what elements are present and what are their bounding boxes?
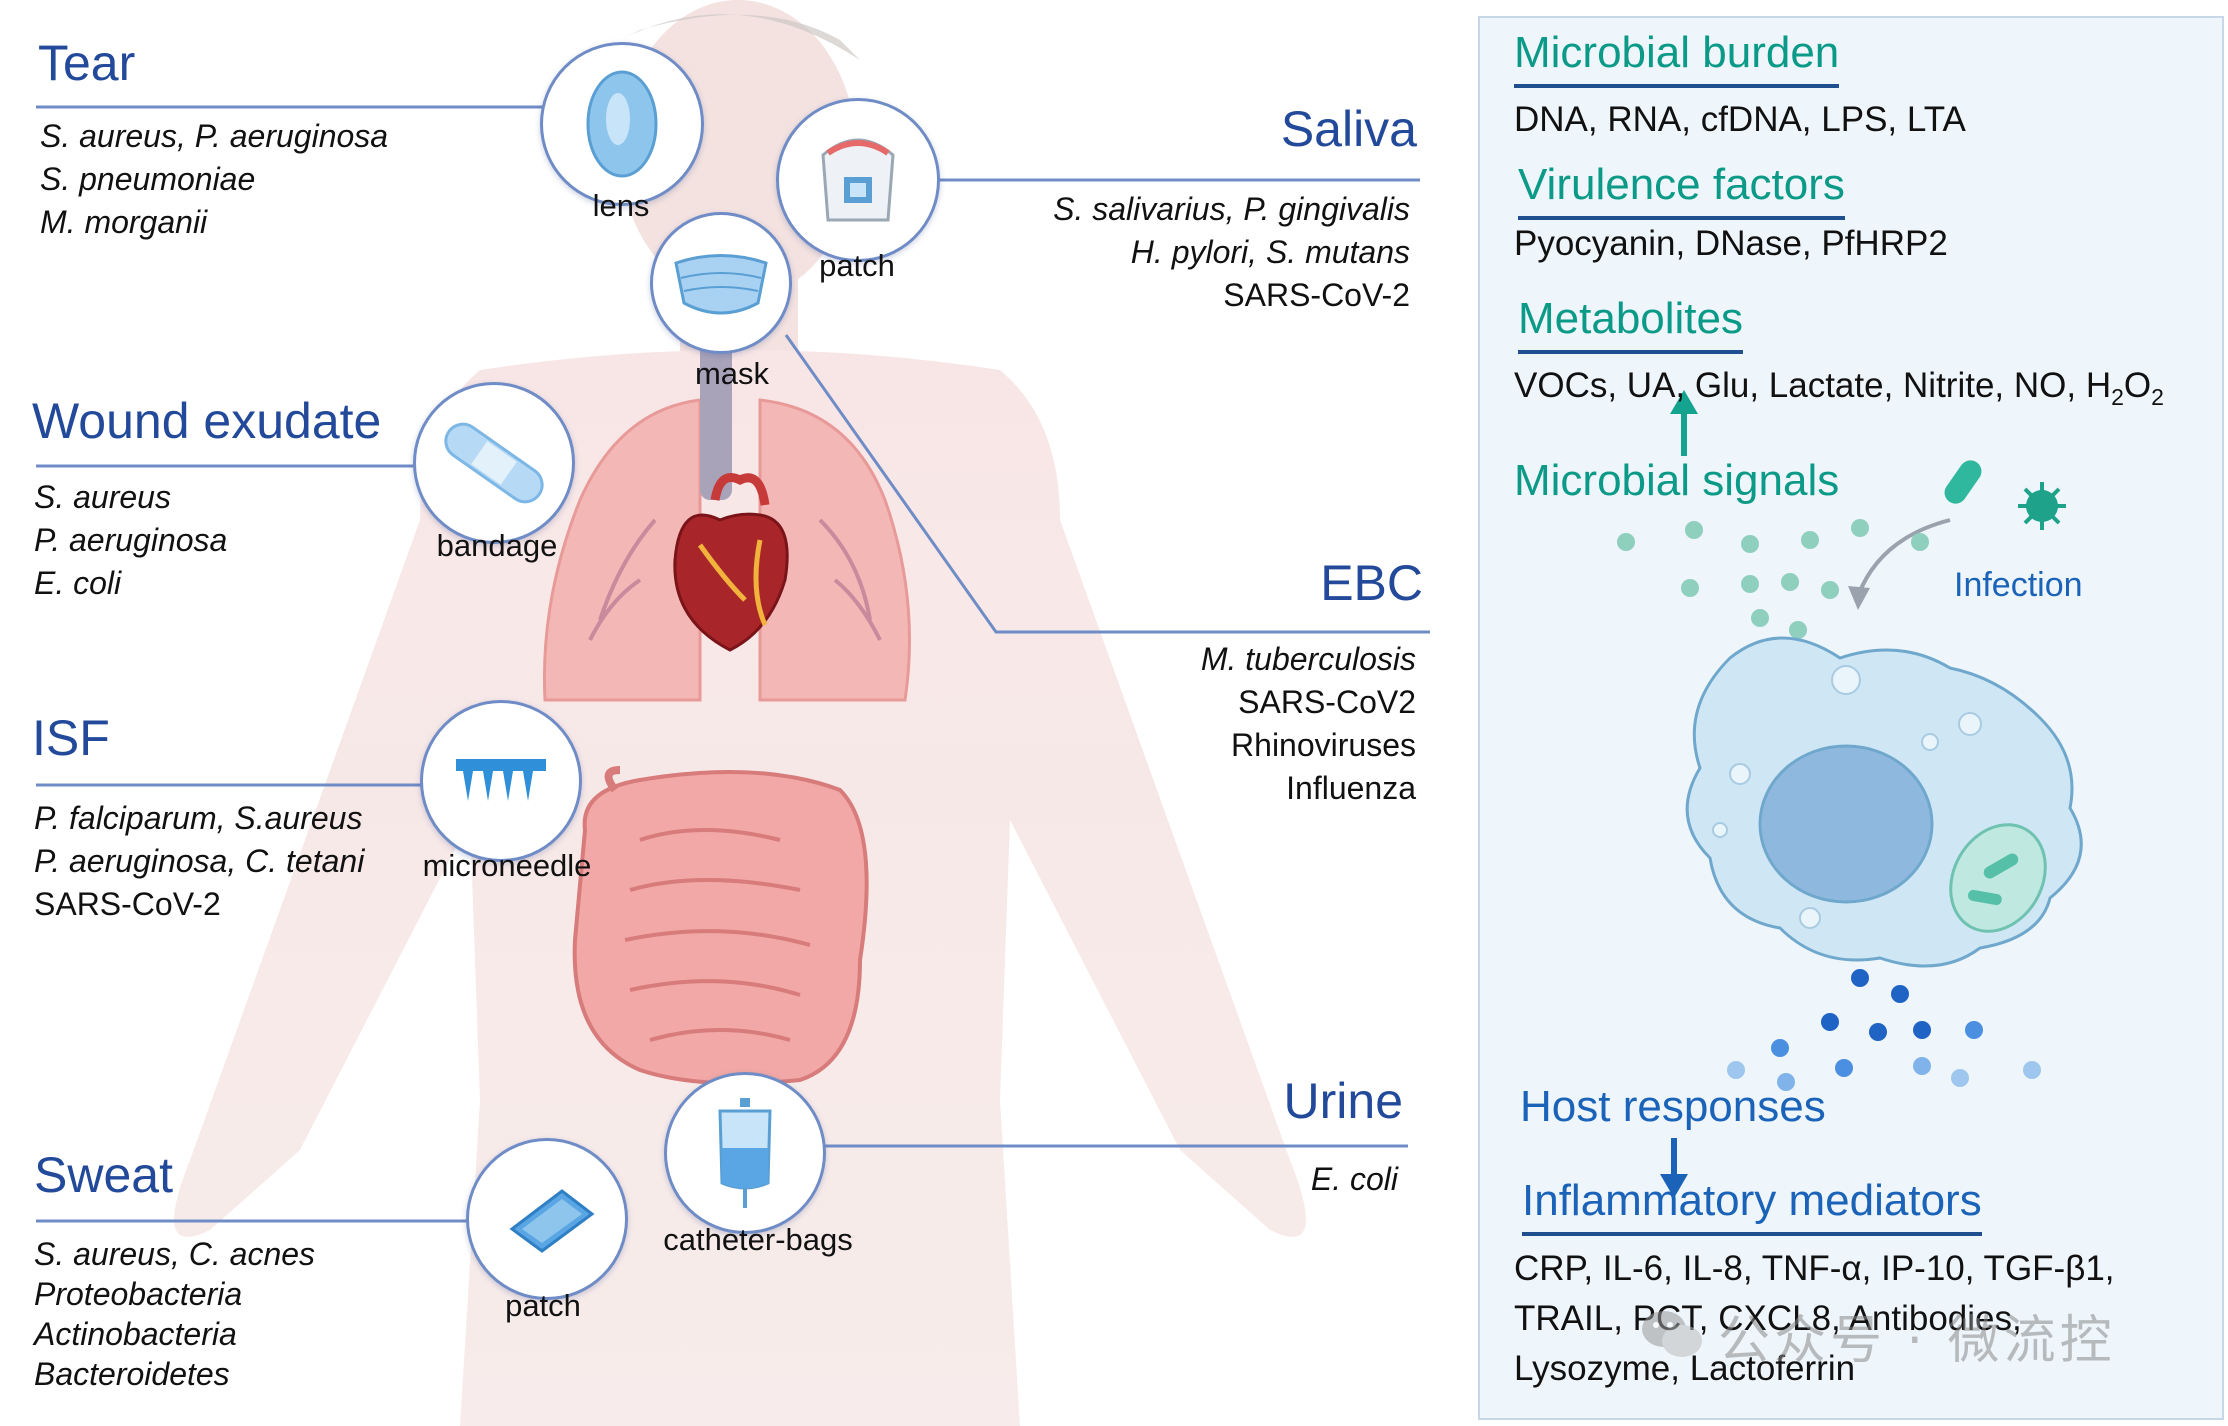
catheter-bag-device-bubble: [664, 1072, 826, 1234]
organism-label: S. aureus, C. acnes: [34, 1236, 316, 1272]
host-responses-heading: Host responses: [1520, 1082, 1826, 1131]
lens-device-bubble: [540, 42, 704, 206]
organism-label: SARS-CoV-2: [1223, 277, 1410, 313]
face-mask-icon: [674, 254, 768, 315]
catheter-bag-icon: [718, 1098, 772, 1208]
organism-label: Bacteroidetes: [34, 1356, 230, 1392]
inflammatory-mediators-text: CRP, IL-6, IL-8, TNF-α, IP-10, TGF-β1, T…: [1514, 1244, 2115, 1394]
contact-lens-icon: [586, 70, 658, 178]
organism-label: M. tuberculosis: [1200, 641, 1416, 677]
bacterium-icon: [1944, 460, 1982, 504]
organism-label: P. falciparum, S.aureus: [34, 800, 363, 836]
isf-title: ISF: [32, 710, 110, 766]
wechat-watermark: 公众号 · 微流控: [1640, 1300, 2116, 1371]
biomarker-panel: Microbial burden DNA, RNA, cfDNA, LPS, L…: [1478, 16, 2224, 1420]
watermark-text: 公众号 · 微流控: [1718, 1310, 2116, 1371]
up-arrow-icon: [1670, 390, 1698, 456]
organism-label: Actinobacteria: [34, 1316, 237, 1352]
organism-label: P. aeruginosa, C. tetani: [34, 843, 365, 879]
microbial-signals-heading: Microbial signals: [1514, 456, 1840, 505]
bandage-icon: [444, 422, 544, 504]
virulence-factors-text: Pyocyanin, DNase, PfHRP2: [1514, 224, 1948, 263]
heart: [673, 473, 789, 652]
infection-arrow: [1856, 518, 1951, 597]
down-arrow-icon: [1660, 1138, 1688, 1198]
infection-illustration: [1617, 390, 2083, 1198]
organism-label: E. coli: [34, 565, 122, 601]
microneedle-device-bubble: [420, 700, 582, 862]
lens-label: lens: [592, 188, 650, 223]
bandage-label: bandage: [436, 528, 558, 563]
ebc-organism-list: M. tuberculosis SARS-CoV2 Rhinoviruses I…: [1201, 638, 1416, 810]
organism-label: Rhinoviruses: [1231, 727, 1416, 763]
organism-label: SARS-CoV2: [1238, 684, 1416, 720]
microbial-signal-dots: [1617, 519, 1929, 639]
sweat-patch-device-bubble: [466, 1138, 628, 1300]
organism-label: SARS-CoV-2: [34, 886, 221, 922]
catheter-bags-label: catheter-bags: [663, 1222, 853, 1257]
organism-label: Proteobacteria: [34, 1276, 243, 1312]
saliva-patch-label: patch: [819, 248, 895, 283]
bandage-device-bubble: [413, 382, 575, 544]
lungs: [542, 398, 911, 702]
virulence-factors-heading: Virulence factors: [1518, 160, 1845, 220]
organism-label: E. coli: [1310, 1161, 1398, 1197]
urine-organism-list: E. coli: [1311, 1158, 1398, 1201]
trachea: [700, 330, 732, 500]
saliva-title: Saliva: [1280, 101, 1417, 157]
mediator-line: TRAIL, PCT, CXCL8, Antibodies,: [1514, 1299, 2022, 1338]
tear-organism-list: S. aureus, P. aeruginosa S. pneumoniae M…: [40, 115, 388, 244]
microbial-burden-heading: Microbial burden: [1514, 28, 1840, 88]
metabolites-heading: Metabolites: [1518, 294, 1744, 354]
saliva-patch-device-bubble: [776, 98, 940, 262]
organism-label: S. pneumoniae: [40, 161, 256, 197]
mask-label: mask: [694, 356, 770, 391]
mediator-line: CRP, IL-6, IL-8, TNF-α, IP-10, TGF-β1,: [1514, 1249, 2115, 1288]
mouthguard-patch-icon: [821, 138, 895, 222]
saliva-organism-list: S. salivarius, P. gingivalis H. pylori, …: [1053, 188, 1410, 317]
wound-exudate-title: Wound exudate: [32, 393, 382, 449]
skin-patch-icon: [509, 1189, 595, 1253]
phagosome: [1949, 823, 2047, 933]
infection-label: Infection: [1954, 566, 2083, 604]
organism-label: S. salivarius, P. gingivalis: [1053, 191, 1410, 227]
organism-label: Influenza: [1286, 770, 1416, 806]
cell-nucleus: [1758, 744, 1934, 904]
connector-lines: [36, 105, 1430, 1223]
microneedle-label: microneedle: [422, 848, 592, 883]
organism-label: H. pylori, S. mutans: [1130, 234, 1410, 270]
inflammatory-mediators-heading: Inflammatory mediators: [1522, 1176, 1982, 1236]
tear-title: Tear: [38, 35, 136, 91]
sweat-title: Sweat: [34, 1147, 173, 1203]
organism-label: P. aeruginosa: [34, 522, 228, 558]
ebc-title: EBC: [1320, 555, 1423, 611]
intestines: [572, 766, 869, 1086]
microneedle-patch-icon: [456, 759, 546, 801]
urine-title: Urine: [1283, 1073, 1403, 1129]
sweat-patch-label: patch: [505, 1288, 581, 1323]
sweat-organism-list: S. aureus, C. acnes Proteobacteria Actin…: [34, 1234, 315, 1394]
microbial-burden-text: DNA, RNA, cfDNA, LPS, LTA: [1514, 100, 1966, 139]
mask-device-bubble: [650, 212, 792, 354]
host-response-dots: [1727, 969, 2041, 1091]
wound-organism-list: S. aureus P. aeruginosa E. coli: [34, 476, 227, 605]
organism-label: S. aureus: [34, 479, 171, 515]
isf-organism-list: P. falciparum, S.aureus P. aeruginosa, C…: [34, 797, 364, 926]
virus-icon: [2018, 482, 2066, 530]
wechat-logo-icon: [1642, 1311, 1702, 1357]
organism-label: S. aureus, P. aeruginosa: [40, 118, 389, 154]
metabolites-text: VOCs, UA, Glu, Lactate, Nitrite, NO, H2O…: [1514, 366, 2164, 410]
organism-label: M. morganii: [40, 204, 208, 240]
